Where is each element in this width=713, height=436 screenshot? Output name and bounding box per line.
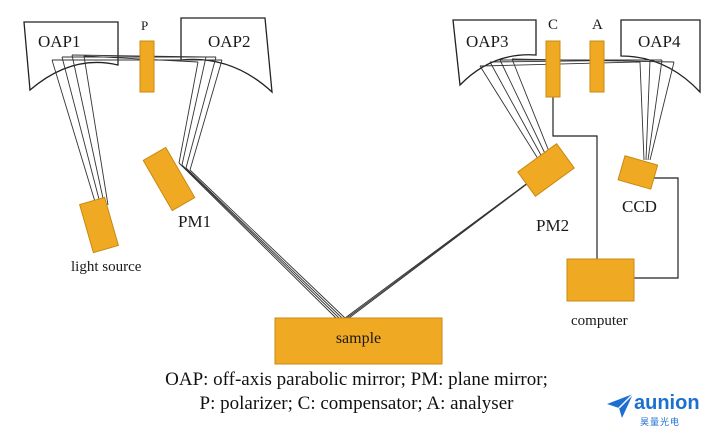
caption-line-1: OAP: off-axis parabolic mirror; PM: plan… — [165, 369, 548, 390]
plane-mirror-1 — [142, 146, 196, 212]
oap4-mirror — [620, 19, 701, 94]
compensator-label: C — [548, 17, 559, 33]
plane-mirror-2 — [517, 143, 575, 197]
ccd-label: CCD — [622, 197, 657, 216]
sample — [274, 317, 443, 365]
computer — [566, 258, 635, 302]
sample-label: sample — [335, 330, 382, 347]
oap4-label: OAP4 — [638, 32, 681, 51]
compensator — [545, 40, 561, 98]
polarizer-label: P — [141, 18, 149, 33]
oap3-label: OAP3 — [466, 32, 509, 51]
oap1-label: OAP1 — [38, 32, 81, 51]
analyser-label: A — [592, 17, 603, 33]
caption-line-2: P: polarizer; C: compensator; A: analyse… — [199, 393, 514, 414]
computer-label: computer — [571, 313, 628, 329]
light-source — [78, 196, 120, 254]
pm1-label: PM1 — [178, 212, 212, 231]
analyser — [589, 40, 605, 93]
light-source-label: light source — [71, 259, 142, 275]
compensator-to-computer-cable — [552, 97, 598, 260]
oap1-mirror — [23, 21, 119, 92]
paper-plane-icon — [607, 393, 634, 418]
ccd — [617, 155, 659, 190]
polarizer — [139, 40, 155, 93]
watermark-text: aunion — [634, 392, 700, 414]
watermark-subtext: 昊量光电 — [640, 417, 681, 427]
oap3-mirror — [452, 19, 537, 87]
pm2-label: PM2 — [536, 216, 570, 235]
oap2-label: OAP2 — [208, 32, 251, 51]
ccd-to-computer-cable — [634, 177, 679, 279]
